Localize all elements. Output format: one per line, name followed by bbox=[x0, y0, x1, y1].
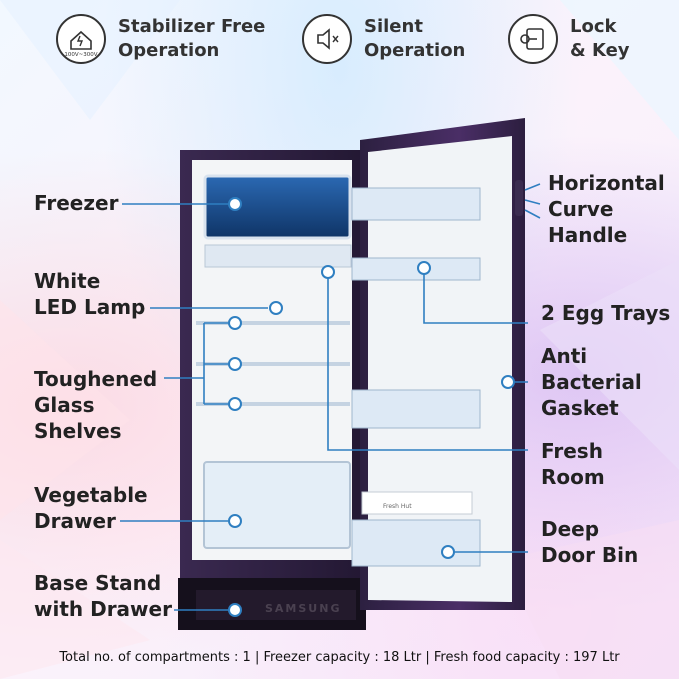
label-fresh-room: Fresh Room bbox=[541, 439, 605, 489]
freezer-compartment bbox=[203, 174, 352, 240]
lock-key-icon bbox=[508, 14, 558, 64]
door-bin bbox=[351, 187, 481, 221]
fresh-tray-label: Fresh Hut bbox=[383, 503, 412, 510]
led-lamp bbox=[269, 301, 283, 315]
feature-silent: Silent Operation bbox=[302, 14, 465, 64]
silent-speaker-icon bbox=[302, 14, 352, 64]
door-bin bbox=[351, 389, 481, 429]
feature-stabilizer-label: Stabilizer Free Operation bbox=[118, 16, 266, 61]
egg-tray bbox=[351, 257, 481, 281]
vegetable-drawer bbox=[203, 461, 351, 549]
door-handle bbox=[515, 180, 523, 216]
label-vegetable-drawer: Vegetable Drawer bbox=[34, 483, 148, 533]
label-freezer: Freezer bbox=[34, 191, 119, 215]
feature-lock-label: Lock & Key bbox=[570, 16, 630, 61]
label-led-lamp: White LED Lamp bbox=[34, 269, 146, 319]
deep-door-bin bbox=[351, 519, 481, 567]
capacity-caption: Total no. of compartments : 1 | Freezer … bbox=[59, 650, 620, 665]
label-handle: Horizontal Curve Handle bbox=[548, 171, 665, 247]
stabilizer-icon: 100V~300V bbox=[56, 14, 106, 64]
voltage-label: 100V~300V bbox=[64, 52, 97, 58]
label-door-bin: Deep Door Bin bbox=[541, 517, 639, 567]
label-glass-shelves: Toughened Glass Shelves bbox=[34, 367, 158, 443]
brand-logo: SAMSUNG bbox=[265, 602, 341, 615]
feature-stabilizer: 100V~300V Stabilizer Free Operation bbox=[56, 14, 265, 64]
label-gasket: Anti Bacterial Gasket bbox=[541, 344, 642, 420]
base-drawer bbox=[196, 590, 356, 620]
label-base-stand: Base Stand with Drawer bbox=[34, 571, 172, 621]
feature-silent-label: Silent Operation bbox=[364, 16, 466, 61]
fresh-tray bbox=[361, 491, 473, 515]
chiller-tray bbox=[204, 244, 352, 268]
label-egg-trays: 2 Egg Trays bbox=[541, 301, 671, 325]
feature-lock: Lock & Key bbox=[508, 14, 630, 64]
